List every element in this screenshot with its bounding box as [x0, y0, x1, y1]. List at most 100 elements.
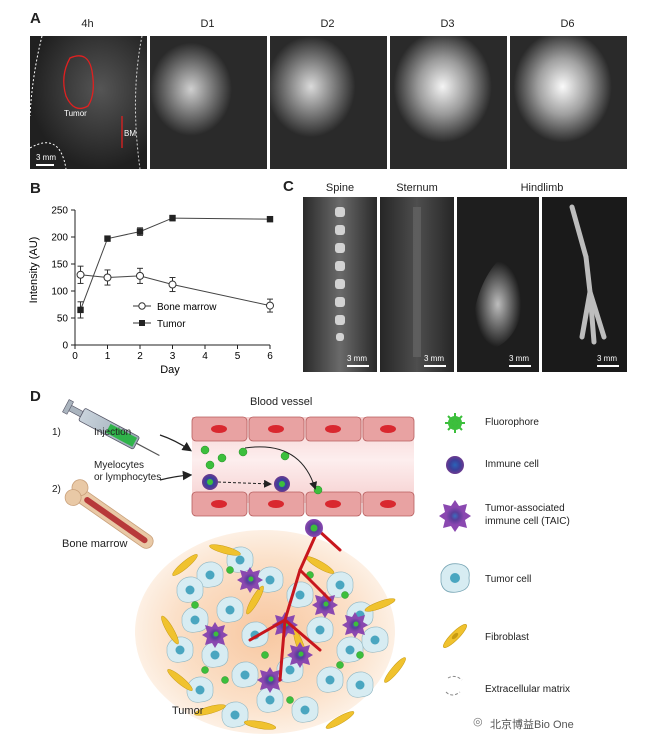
legend-immune-cell-icon — [446, 456, 464, 474]
tumor-cell-cluster — [161, 544, 406, 730]
tumor-cell-nucleus — [175, 645, 185, 655]
tumor-vasculature — [248, 528, 342, 682]
fluorophore — [261, 651, 269, 659]
data-point-bone-marrow — [266, 301, 274, 310]
x-tick-label: 0 — [72, 351, 78, 362]
scale-bar-sternum — [424, 365, 446, 367]
sternum-svg — [380, 197, 454, 372]
tumor-cell-nucleus — [185, 585, 195, 595]
image-tile-d3 — [390, 36, 507, 169]
timepoint-title-d3: D3 — [440, 18, 455, 30]
hindlimb-2-svg — [542, 197, 627, 372]
timepoint-title-d2: D2 — [320, 18, 335, 30]
blood-vessel — [191, 416, 415, 517]
fibroblast — [209, 544, 241, 556]
data-point-bone-marrow — [103, 273, 112, 282]
tumor-label: Tumor — [64, 109, 87, 118]
scale-bar-hindlimb-1 — [509, 365, 531, 367]
scale-bar-spine — [347, 365, 369, 367]
scale-label-a: 3 mm — [36, 153, 56, 162]
y-tick-label: 50 — [57, 314, 69, 325]
legend: Bone marrow Tumor — [133, 302, 217, 330]
x-tick-label: 1 — [105, 351, 111, 362]
legend-tumor-cell-label: Tumor cell — [485, 574, 532, 585]
data-point-tumor — [169, 214, 176, 222]
fluorophore — [336, 661, 344, 669]
legend-fluorophore-label: Fluorophore — [485, 417, 539, 428]
data-point-tumor — [77, 306, 84, 314]
blood-vessel-label: Blood vessel — [250, 396, 313, 408]
myelocytes-label-line1: Myelocytes — [94, 460, 145, 471]
legend-fibroblast-icon — [443, 624, 467, 648]
x-tick-label: 4 — [202, 351, 208, 362]
tumor-cell-nucleus — [285, 665, 295, 675]
step-1-label: 1) — [52, 427, 61, 438]
data-point-bone-marrow — [76, 270, 85, 279]
legend-immune-cell-label: Immune cell — [485, 459, 539, 470]
fibroblast — [243, 720, 277, 730]
x-tick-label: 3 — [170, 351, 176, 362]
scale-label-sternum: 3 mm — [424, 354, 444, 363]
bone-marrow-label: Bone marrow — [62, 538, 128, 550]
fluorophore — [201, 666, 209, 674]
image-tile-spine: 3 mm — [303, 197, 377, 372]
data-point-tumor — [136, 228, 144, 235]
series-line-tumor — [80, 217, 271, 311]
tumor-cell-nucleus — [315, 625, 325, 635]
legend-label-tumor: Tumor — [157, 319, 186, 330]
y-tick-label: 0 — [62, 341, 68, 352]
tumor-cell-nucleus — [205, 570, 215, 580]
image-d3-svg — [390, 36, 507, 169]
y-tick-label: 100 — [51, 287, 68, 298]
vessel-fluorophores — [200, 445, 323, 495]
tumor-cell-nucleus — [240, 670, 250, 680]
syringe-icon — [62, 399, 160, 457]
tumor-cell-nucleus — [195, 685, 205, 695]
image-tile-sternum: 3 mm — [380, 197, 454, 372]
legend-marker-bone-marrow — [138, 302, 146, 310]
fluorophore — [226, 566, 234, 574]
spine-svg — [303, 197, 377, 372]
fibroblast — [384, 657, 406, 683]
fibroblast — [172, 554, 198, 576]
fibroblast — [194, 704, 226, 716]
scale-bar-a — [36, 164, 54, 166]
y-tick-label: 250 — [51, 206, 68, 217]
mechanism-diagram — [62, 399, 471, 734]
fluorophore — [221, 676, 229, 684]
legend-label-bone-marrow: Bone marrow — [157, 302, 217, 313]
fibroblast — [167, 669, 193, 691]
y-tick-label: 150 — [51, 260, 68, 271]
tumor-cell-nucleus — [225, 605, 235, 615]
panel-label-b: B — [30, 180, 41, 197]
legend-fluorophore-icon — [445, 413, 465, 433]
timepoint-title-d6: D6 — [560, 18, 575, 30]
legend-marker-tumor — [139, 320, 145, 326]
fluorophore — [323, 601, 329, 607]
data-point-bone-marrow — [168, 280, 177, 289]
image-d1-svg — [150, 36, 267, 169]
tumor-label-d: Tumor — [172, 705, 204, 717]
fibroblast — [161, 615, 179, 645]
tumor-cell-nucleus — [230, 710, 240, 720]
bone-icon — [64, 479, 154, 549]
fluorophore — [356, 651, 364, 659]
scale-label-hindlimb-2: 3 mm — [597, 354, 617, 363]
tumor-cell-nucleus — [190, 615, 200, 625]
tumor-cell-nucleus — [355, 680, 365, 690]
bm-label: BM — [124, 129, 136, 138]
image-d6-svg — [510, 36, 627, 169]
tumor-cell-nucleus — [300, 705, 310, 715]
legend-taic-label-line1: Tumor-associated — [485, 503, 565, 514]
timepoint-title-d1: D1 — [200, 18, 215, 30]
x-tick-label: 2 — [137, 351, 143, 362]
tumor-cell-nucleus — [265, 695, 275, 705]
legend-ecm-label: Extracellular matrix — [485, 684, 571, 695]
fluorophore — [298, 651, 304, 657]
panel-label-c: C — [283, 178, 294, 195]
x-tick-label: 6 — [267, 351, 273, 362]
step-2-label: 2) — [52, 484, 61, 495]
panel-label-d: D — [30, 388, 41, 405]
